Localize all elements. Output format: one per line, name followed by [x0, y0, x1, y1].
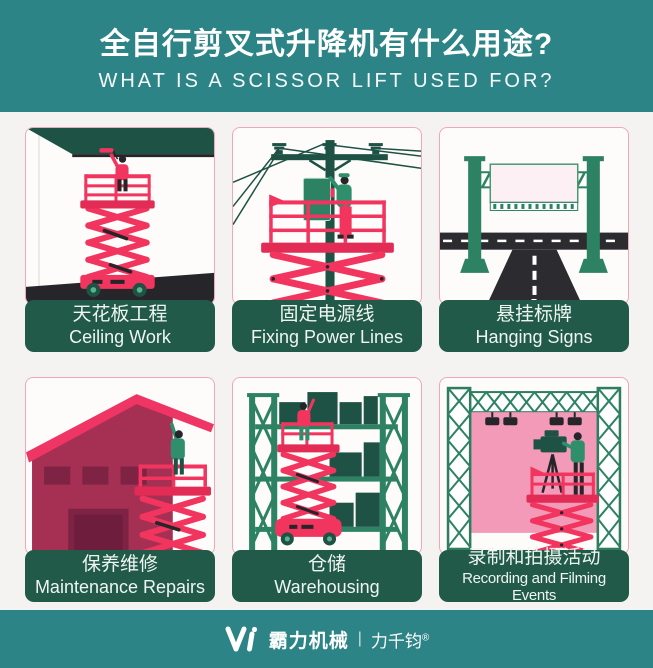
camera-operator: [533, 430, 585, 495]
ceiling: [26, 128, 214, 155]
scissor-lift: [275, 422, 342, 546]
building: [26, 394, 214, 554]
panel-label: 保养维修 Maintenance Repairs: [25, 550, 215, 602]
page-title: 全自行剪叉式升降机有什么用途?: [99, 28, 554, 61]
panel-hanging-signs: 悬挂标牌 Hanging Signs: [439, 127, 629, 352]
panel-label: 固定电源线 Fixing Power Lines: [232, 300, 422, 352]
scissor-lift: [80, 174, 155, 297]
warehousing-illustration: [232, 377, 422, 555]
worker-repairing-roof: [170, 422, 185, 475]
panel-label-en: Maintenance Repairs: [34, 576, 206, 597]
panel-label: 仓储 Warehousing: [232, 550, 422, 602]
fixing-power-lines-illustration: [232, 127, 422, 305]
brand-logo-icon: [225, 626, 257, 651]
panel-fixing-power-lines: 固定电源线 Fixing Power Lines: [232, 127, 422, 352]
panel-label-zh: 固定电源线: [279, 304, 375, 326]
footer-banner: 霸力机械 | 力千钧®: [0, 610, 653, 668]
panel-label: 天花板工程 Ceiling Work: [25, 300, 215, 352]
panel-recording-filming: 录制和拍摄活动 Recording and Filming Events: [439, 377, 629, 605]
brand-slogan: 力千钧®: [370, 631, 430, 651]
sign-gantry: [460, 156, 608, 273]
stage-lights: [485, 412, 582, 426]
worker-painting-ceiling: [99, 148, 129, 192]
panel-label-zh: 悬挂标牌: [495, 304, 572, 326]
scissor-lift: [134, 464, 211, 554]
scissor-lift: [261, 194, 394, 304]
brand-divider: |: [357, 630, 362, 647]
panel-label-zh: 天花板工程: [72, 304, 168, 326]
ceiling-work-illustration: [25, 127, 215, 305]
hanging-signs-illustration: [439, 127, 629, 305]
header-banner: 全自行剪叉式升降机有什么用途? WHAT IS A SCISSOR LIFT U…: [0, 0, 653, 112]
panel-ceiling-work: 天花板工程 Ceiling Work: [25, 127, 215, 352]
panel-label-en: Warehousing: [274, 576, 380, 597]
panel-maintenance-repairs: 保养维修 Maintenance Repairs: [25, 377, 215, 602]
panel-label-en: Ceiling Work: [69, 326, 171, 347]
worker-reaching-shelf: [297, 398, 315, 441]
panel-warehousing: 仓储 Warehousing: [232, 377, 422, 602]
maintenance-repairs-illustration: [25, 377, 215, 555]
panel-label: 悬挂标牌 Hanging Signs: [439, 300, 629, 352]
panel-label-en: Recording and Filming Events: [462, 569, 606, 605]
panel-label: 录制和拍摄活动 Recording and Filming Events: [439, 547, 629, 605]
registered-trademark-mark: ®: [421, 631, 430, 643]
recording-filming-illustration: [439, 377, 629, 555]
panel-label-en: Hanging Signs: [475, 326, 593, 347]
page-subtitle: WHAT IS A SCISSOR LIFT USED FOR?: [98, 70, 555, 92]
panel-label-zh: 录制和拍摄活动: [467, 547, 601, 569]
road: [440, 232, 628, 304]
panel-label-en: Fixing Power Lines: [250, 326, 404, 347]
panel-grid: 天花板工程 Ceiling Work: [0, 112, 653, 605]
worker-fixing-lines: [328, 173, 354, 239]
panel-label-zh: 仓储: [307, 554, 346, 576]
panel-grid-section: 天花板工程 Ceiling Work: [0, 112, 653, 610]
brand-name: 霸力机械: [268, 630, 349, 652]
panel-label-zh: 保养维修: [81, 554, 158, 576]
utility-pole: [271, 140, 388, 304]
